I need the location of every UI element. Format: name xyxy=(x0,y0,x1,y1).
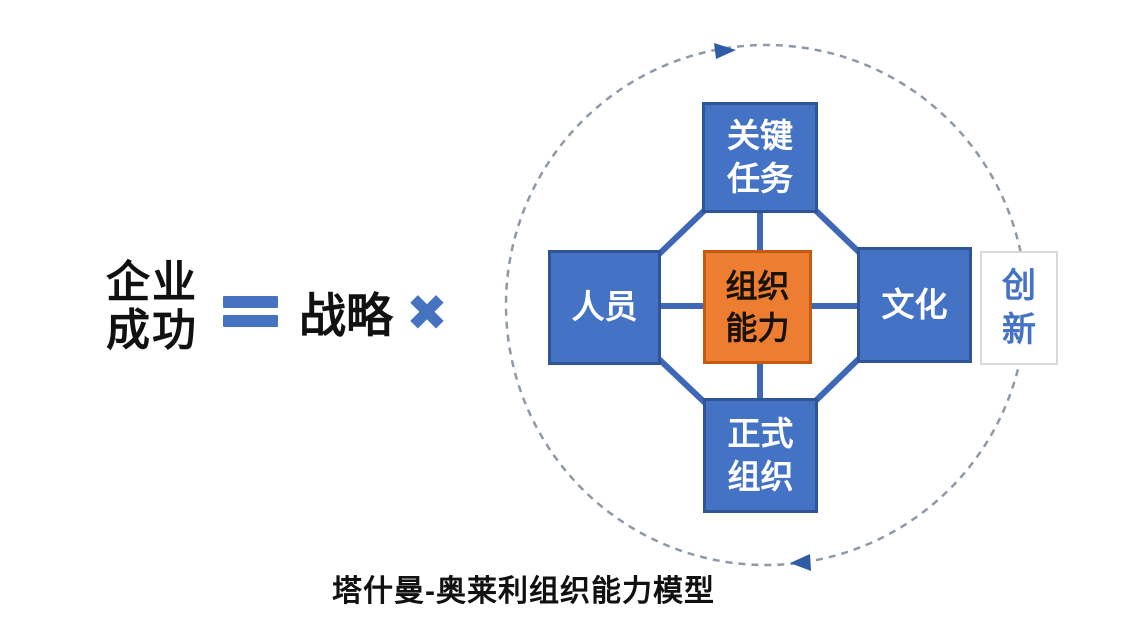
node-people: 人员 xyxy=(548,250,661,365)
node-key-tasks: 关键 任务 xyxy=(702,102,818,213)
cycle-arrow-top-icon xyxy=(714,43,736,59)
enterprise-success-line2: 成功 xyxy=(106,305,198,355)
node-culture: 文化 xyxy=(857,247,972,363)
enterprise-success-label: 企业 成功 xyxy=(106,259,198,354)
node-innovation-line2: 新 xyxy=(1002,311,1036,349)
node-org-capability: 组织 能力 xyxy=(703,250,812,364)
node-key-tasks-line1: 关键 xyxy=(727,117,793,155)
node-innovation: 创 新 xyxy=(980,251,1058,365)
node-people-label: 人员 xyxy=(571,288,638,326)
model-caption: 塔什曼-奥莱利组织能力模型 xyxy=(332,575,715,608)
node-formal-org-line1: 正式 xyxy=(727,415,794,453)
equals-bar-top xyxy=(223,296,278,308)
node-org-capability-line2: 能力 xyxy=(725,310,790,346)
node-culture-label: 文化 xyxy=(881,285,948,323)
multiply-icon: ✖ xyxy=(406,285,448,341)
node-key-tasks-line2: 任务 xyxy=(727,159,793,197)
equals-icon xyxy=(223,296,278,327)
enterprise-success-line1: 企业 xyxy=(106,258,198,307)
node-formal-org: 正式 组织 xyxy=(703,398,818,513)
node-formal-org-line2: 组织 xyxy=(727,457,794,495)
node-innovation-line1: 创 xyxy=(1002,266,1036,305)
equals-bar-bottom xyxy=(223,315,278,327)
strategy-label: 战略 xyxy=(299,289,393,342)
node-org-capability-line1: 组织 xyxy=(725,267,790,304)
cycle-arrow-bottom-icon xyxy=(790,554,811,571)
